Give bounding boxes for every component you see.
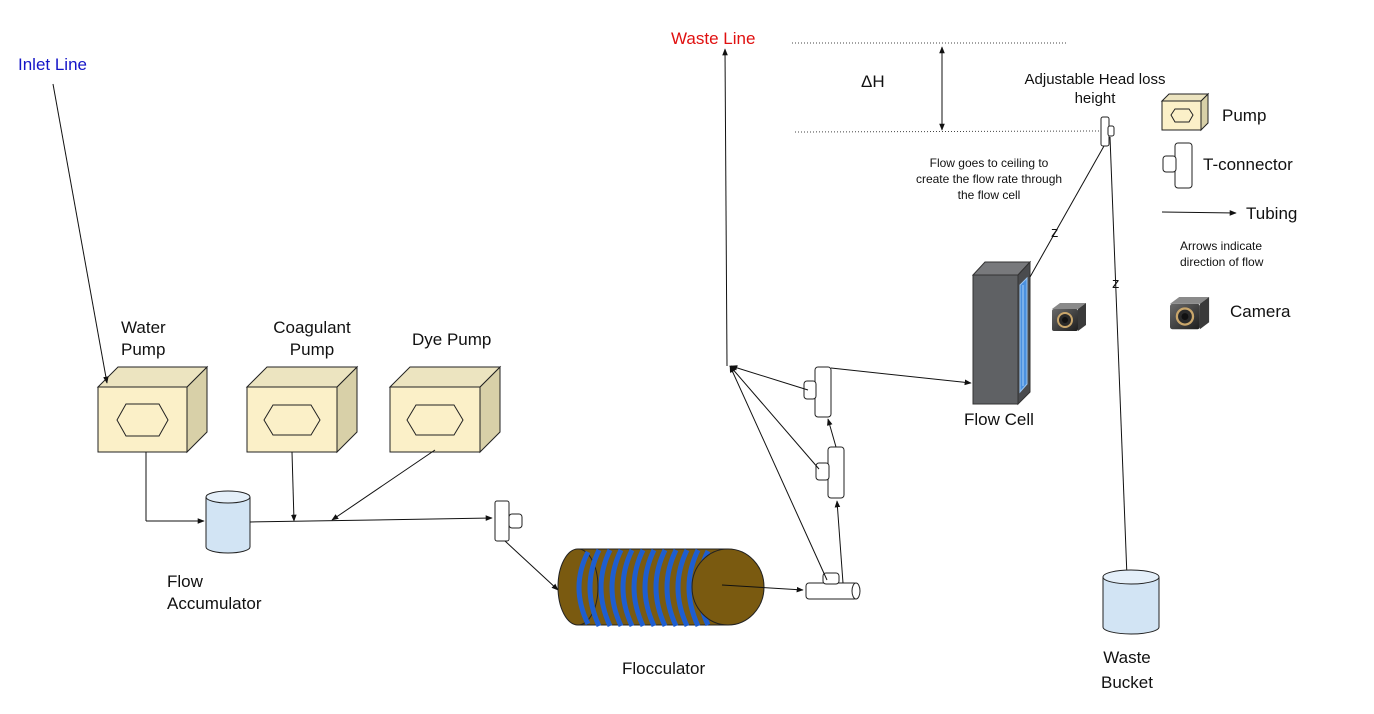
water-pump <box>96 365 209 454</box>
legend-arrows-note: Arrows indicate direction of flow <box>1180 239 1264 269</box>
t-connector-head <box>1100 116 1115 147</box>
water-pump-label: Water Pump <box>121 318 166 359</box>
flocculator <box>557 548 765 628</box>
legend-camera-label: Camera <box>1230 302 1291 321</box>
t-connector-2 <box>805 572 861 600</box>
legend-tubing-arrow <box>1161 210 1237 216</box>
flow-accumulator-label: Flow Accumulator <box>167 572 262 613</box>
legend-t-connector-icon <box>1162 142 1193 189</box>
flow-cell-outlet-tubing <box>1029 145 1105 278</box>
z-label-2: z <box>1112 275 1120 292</box>
flocculator-label: Flocculator <box>622 659 706 678</box>
legend-pump-icon <box>1160 92 1210 132</box>
lower-level-line <box>794 130 1100 133</box>
camera-icon <box>1051 302 1087 332</box>
t-connector-1 <box>494 500 523 542</box>
flow-note-label: Flow goes to ceiling to create the flow … <box>915 156 1063 202</box>
legend-camera-icon <box>1168 295 1211 331</box>
waste-bucket <box>1102 569 1160 635</box>
legend-t-connector-label: T-connector <box>1203 155 1293 174</box>
head-loss-label: Adjustable Head loss height <box>1024 71 1166 107</box>
z-label-1: z <box>1051 224 1059 241</box>
pump-icon <box>263 404 321 436</box>
coagulant-pump <box>245 365 359 454</box>
dye-pump-label: Dye Pump <box>412 330 492 349</box>
pump-icon <box>116 403 169 437</box>
pump-icon <box>406 404 464 436</box>
inlet-tubing <box>52 83 109 384</box>
legend-tubing-label: Tubing <box>1246 204 1298 223</box>
waste-bucket-label: Waste Bucket <box>1101 648 1153 692</box>
flow-cell <box>971 260 1032 406</box>
t-connector-4 <box>803 366 832 418</box>
t-connector-3 <box>815 446 845 499</box>
dye-pump <box>388 365 502 454</box>
flow-accumulator <box>205 490 251 554</box>
waste-drop-tubing <box>1109 136 1131 604</box>
flow-cell-label: Flow Cell <box>964 410 1034 429</box>
waste-line-label: Waste Line <box>671 29 756 48</box>
legend-pump-label: Pump <box>1222 106 1267 125</box>
inlet-line-label: Inlet Line <box>18 55 87 74</box>
delta-h-label: ΔH <box>861 72 885 91</box>
coagulant-pump-label: Coagulant Pump <box>273 318 351 359</box>
waste-line-tubing <box>722 48 728 367</box>
